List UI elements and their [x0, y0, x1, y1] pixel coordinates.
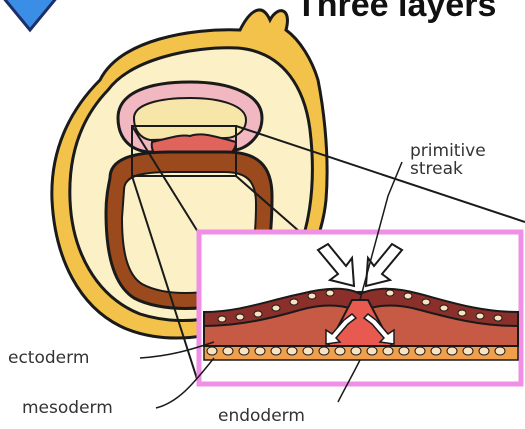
page-title: Three layers: [296, 0, 496, 25]
amniotic-cavity: [134, 98, 246, 140]
ectoderm-label: ectoderm: [8, 348, 89, 368]
endoderm-label: endoderm: [218, 406, 305, 426]
primitive-label: primitive: [410, 141, 486, 161]
mesoderm-label: mesoderm: [22, 398, 113, 418]
down-arrow-icon: [2, 0, 58, 30]
streak-label: streak: [410, 159, 463, 179]
